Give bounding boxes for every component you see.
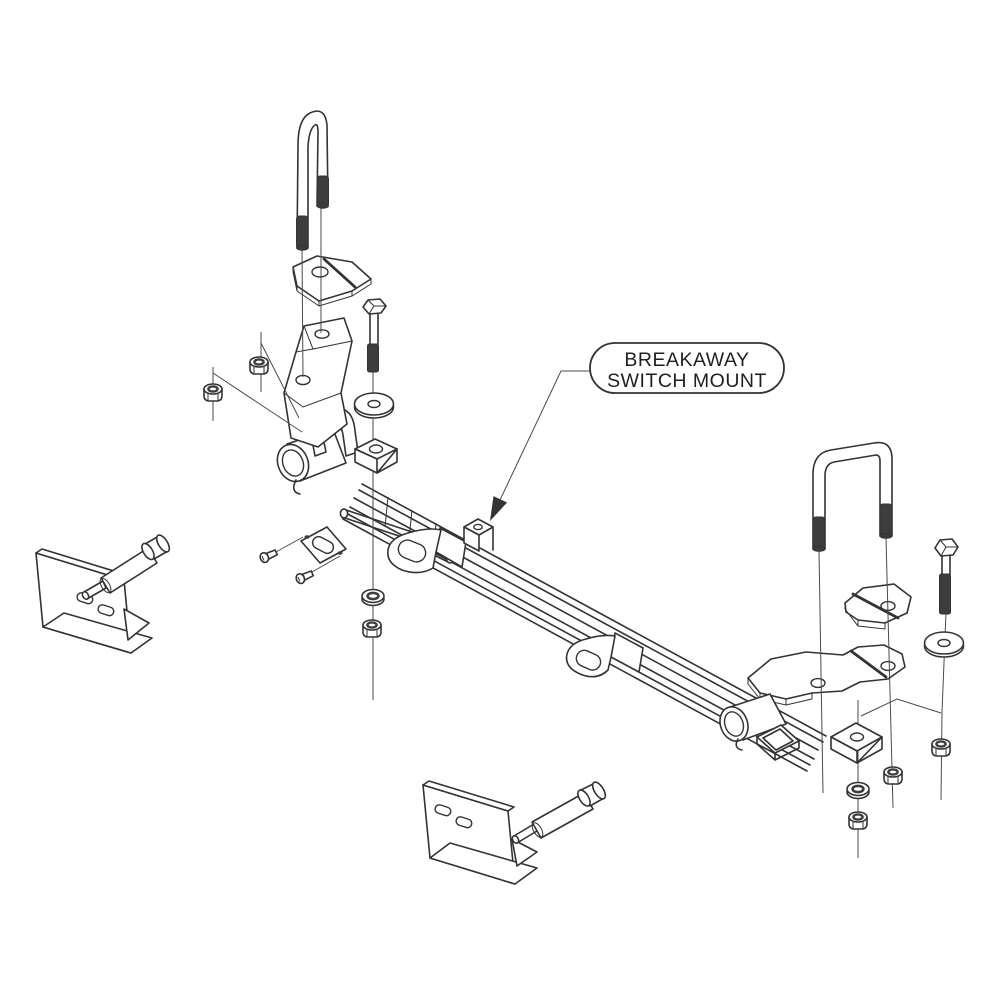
hex-nut: [847, 810, 869, 831]
plate-fold-line: [851, 592, 900, 620]
lug-hole: [397, 539, 427, 563]
thread: [367, 343, 379, 373]
thread: [939, 573, 951, 615]
switch-plate-top: [292, 255, 372, 307]
callout-breakaway-switch-mount: BREAKAWAY SWITCH MOUNT: [490, 342, 785, 521]
left-angle-bracket-pin: [35, 534, 171, 654]
bottom-angle-bracket-pin: [422, 780, 607, 885]
hex-nut: [248, 355, 270, 376]
slot-hole: [434, 804, 452, 817]
plate-fold-line: [849, 649, 888, 679]
thread: [879, 503, 893, 537]
pin-barrel: [511, 781, 607, 845]
lock-washer: [845, 781, 871, 800]
slot-hole: [455, 816, 473, 829]
lock-washer: [360, 588, 386, 607]
right-switch-plate: [844, 583, 912, 630]
callout-line2: SWITCH MOUNT: [607, 370, 767, 392]
gusset: [511, 838, 538, 867]
front-lug-tab: [386, 527, 467, 574]
thread: [812, 516, 826, 550]
mount-hole: [473, 523, 483, 531]
block-hole: [368, 444, 384, 454]
lug-hole: [575, 649, 602, 671]
spacer-block-right: [830, 722, 883, 764]
switch-gasket-plate: [300, 526, 347, 564]
plate-fold-line: [322, 257, 357, 289]
block-hole: [849, 732, 865, 742]
breakaway-switch-mount-tab: [463, 518, 494, 552]
gusset: [123, 608, 150, 641]
bracket-hole: [314, 329, 330, 339]
callout-bubble: [589, 342, 785, 394]
pin-barrel: [81, 534, 171, 601]
plate-hole: [880, 660, 896, 672]
thread: [316, 175, 329, 207]
thread: [296, 215, 309, 249]
screw: [295, 570, 315, 585]
bar-rung: [384, 496, 389, 528]
callout-arrowhead: [490, 496, 508, 521]
callout-line1: BREAKAWAY: [624, 349, 749, 371]
hex-bolt-right: [934, 538, 959, 615]
hex-nut: [361, 618, 383, 639]
hex-nut: [882, 765, 904, 786]
right-main-plate: [747, 644, 906, 706]
flat-washer: [353, 392, 395, 419]
flat-washer: [923, 631, 965, 658]
gasket-cutout: [311, 535, 335, 555]
spacer-block-left: [354, 438, 398, 474]
slot-hole: [97, 604, 115, 617]
right-cross-tube: [719, 693, 787, 751]
u-bolt-rear: [812, 441, 893, 552]
u-bolt-front: [296, 110, 329, 251]
hex-nut: [202, 382, 224, 403]
plate-hole: [311, 266, 329, 278]
right-receiver-tube: [756, 724, 800, 761]
screw: [259, 549, 279, 564]
left-mount-bracket: [283, 317, 353, 448]
hex-bolt-left: [362, 298, 387, 373]
hex-nut: [930, 737, 952, 758]
callout-leader-line: [499, 370, 590, 500]
plate-hole: [810, 677, 826, 689]
middle-lug-tab: [565, 632, 644, 678]
